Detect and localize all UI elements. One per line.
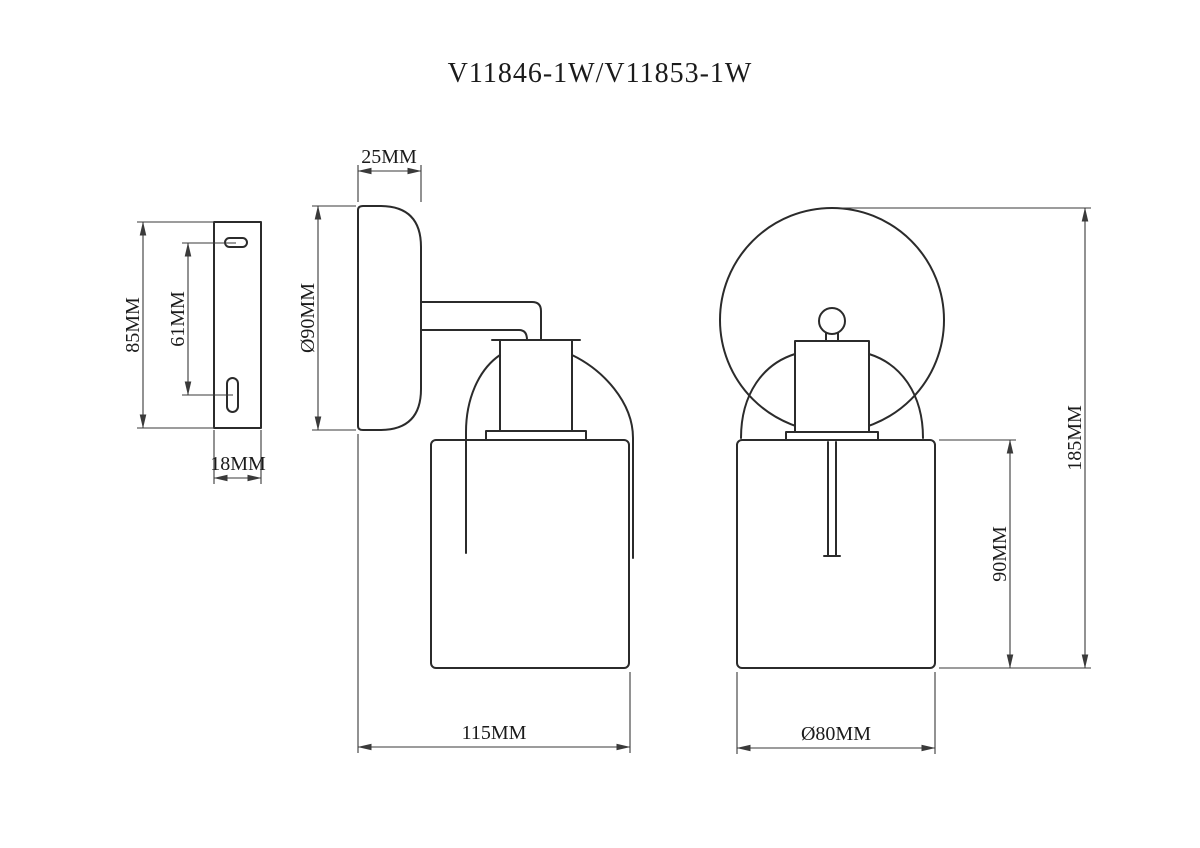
shade-side bbox=[430, 439, 630, 669]
cage-wire-right bbox=[868, 353, 924, 439]
bracket-view: 85MM 61MM 18MM bbox=[122, 221, 266, 484]
socket-side bbox=[491, 339, 581, 432]
dimension-label-80mm-dia: Ø80MM bbox=[801, 723, 871, 745]
shade-front bbox=[736, 439, 936, 669]
socket-flange-side bbox=[485, 430, 587, 441]
dimension-label-25mm: 25MM bbox=[361, 146, 417, 168]
dimension-total-depth: 115MM bbox=[357, 434, 631, 753]
dimension-backplate-depth: 25MM bbox=[357, 146, 422, 202]
socket-flange-front bbox=[785, 431, 879, 441]
socket-front bbox=[794, 340, 870, 433]
extension-lines bbox=[182, 242, 236, 396]
drawing-title: V11846-1W/V11853-1W bbox=[448, 58, 753, 89]
dimension-shade-height: 90MM bbox=[939, 439, 1016, 669]
front-view: 185MM 90MM Ø80MM bbox=[719, 207, 1091, 754]
dimension-label-90mm-dia: Ø90MM bbox=[297, 283, 319, 353]
cage-wire-left bbox=[740, 353, 796, 439]
dimension-bracket-depth: 18MM bbox=[210, 430, 266, 484]
dimension-total-height: 185MM bbox=[840, 207, 1091, 669]
extension-lines bbox=[840, 207, 1091, 669]
dimension-label-85mm: 85MM bbox=[122, 297, 144, 353]
extension-lines bbox=[357, 434, 631, 753]
extension-lines bbox=[137, 221, 214, 429]
bracket-outline bbox=[213, 221, 262, 429]
cage-wire-left bbox=[465, 354, 501, 554]
dimension-bracket-height: 85MM bbox=[122, 221, 214, 429]
extension-lines bbox=[736, 672, 936, 754]
dimension-label-61mm: 61MM bbox=[167, 291, 189, 347]
stem-rod bbox=[823, 441, 841, 557]
dimension-label-115mm: 115MM bbox=[462, 722, 527, 744]
dimension-bracket-hole-spacing: 61MM bbox=[167, 242, 236, 396]
dimension-shade-diameter: Ø80MM bbox=[736, 672, 936, 754]
cage-wire-right bbox=[571, 354, 634, 559]
dimension-label-18mm: 18MM bbox=[210, 453, 266, 475]
knob-neck bbox=[825, 332, 839, 342]
backplate-side bbox=[357, 205, 422, 431]
dimension-label-90mm: 90MM bbox=[989, 526, 1011, 582]
arm-bottom-edge bbox=[420, 329, 528, 341]
arm-top-edge bbox=[420, 301, 542, 341]
dimension-backplate-diameter: Ø90MM bbox=[297, 205, 356, 431]
side-view: 25MM Ø90MM 115MM bbox=[297, 146, 634, 753]
pivot-knob bbox=[818, 307, 846, 335]
dimension-label-185mm: 185MM bbox=[1064, 405, 1086, 471]
